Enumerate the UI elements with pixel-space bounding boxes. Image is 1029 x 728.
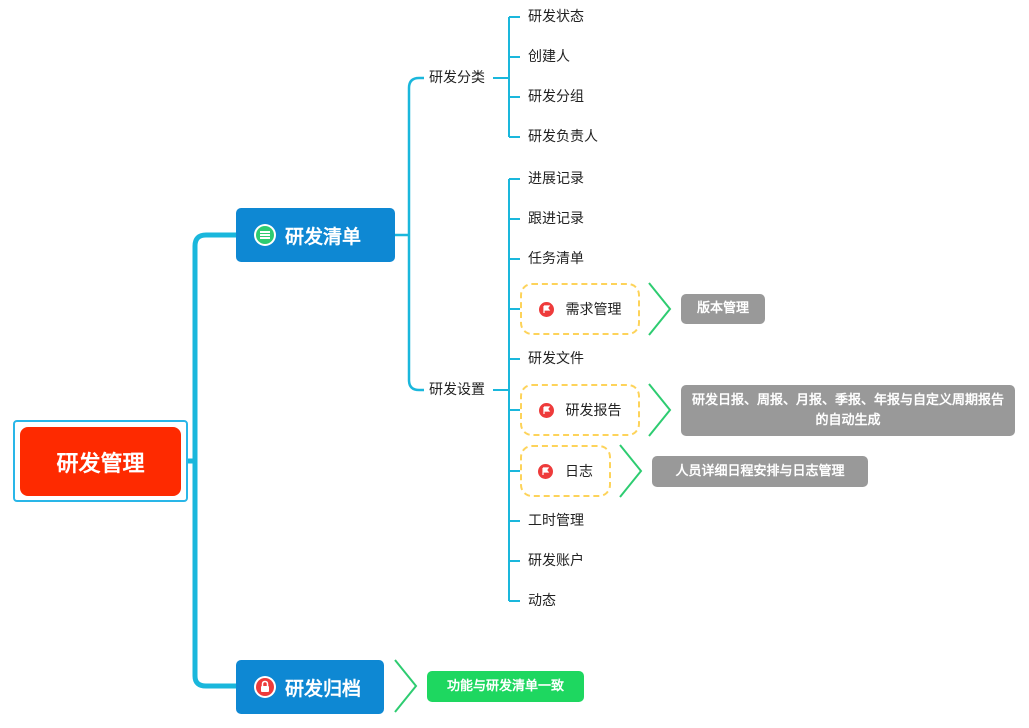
subtopic-dev-settings[interactable]: 研发设置 — [429, 382, 485, 398]
leaf-topic[interactable]: 任务清单 — [528, 251, 584, 267]
root-topic[interactable]: 研发管理 — [20, 427, 181, 496]
topic-label: 日志 — [565, 464, 593, 480]
list-icon — [254, 224, 276, 246]
flag-icon — [538, 463, 553, 479]
callout-same-as-list[interactable]: 功能与研发清单一致 — [427, 671, 584, 702]
leaf-topic[interactable]: 动态 — [528, 593, 556, 609]
flagged-topic-requirements[interactable]: 需求管理 — [520, 283, 640, 335]
leaf-topic[interactable]: 工时管理 — [528, 513, 584, 529]
callout-label: 人员详细日程安排与日志管理 — [675, 463, 845, 479]
flag-icon — [538, 402, 554, 418]
root-topic-frame — [13, 420, 188, 502]
callout-label: 功能与研发清单一致 — [446, 678, 564, 694]
flagged-topic-log[interactable]: 日志 — [520, 445, 611, 497]
subtopic-dev-category[interactable]: 研发分类 — [429, 70, 485, 86]
leaf-topic[interactable]: 创建人 — [528, 49, 570, 65]
lock-icon — [254, 676, 276, 698]
flag-icon — [538, 301, 554, 317]
leaf-topic[interactable]: 跟进记录 — [528, 211, 584, 227]
callout-label: 版本管理 — [696, 301, 749, 316]
callout-version-management[interactable]: 版本管理 — [681, 294, 765, 324]
topic-label: 研发报告 — [565, 403, 622, 419]
callout-label: 研发日报、周报、月报、季报、年报与自定义周期报告的自动生成 — [691, 392, 1004, 428]
main-topic-label: 研发归档 — [285, 677, 362, 700]
main-topic-dev-list[interactable]: 研发清单 — [236, 208, 395, 262]
root-topic-label: 研发管理 — [56, 451, 145, 477]
leaf-topic[interactable]: 研发状态 — [528, 9, 584, 25]
flagged-topic-dev-report[interactable]: 研发报告 — [520, 384, 640, 436]
leaf-topic[interactable]: 进展记录 — [528, 171, 584, 187]
main-topic-dev-archive[interactable]: 研发归档 — [236, 660, 384, 714]
leaf-topic[interactable]: 研发账户 — [528, 553, 584, 569]
callout-schedule-log[interactable]: 人员详细日程安排与日志管理 — [652, 456, 868, 487]
callout-auto-report[interactable]: 研发日报、周报、月报、季报、年报与自定义周期报告的自动生成 — [681, 385, 1015, 436]
leaf-topic[interactable]: 研发文件 — [528, 351, 584, 367]
leaf-topic[interactable]: 研发分组 — [528, 89, 584, 105]
topic-label: 需求管理 — [565, 302, 622, 318]
leaf-topic[interactable]: 研发负责人 — [528, 129, 598, 145]
main-topic-label: 研发清单 — [285, 225, 362, 248]
